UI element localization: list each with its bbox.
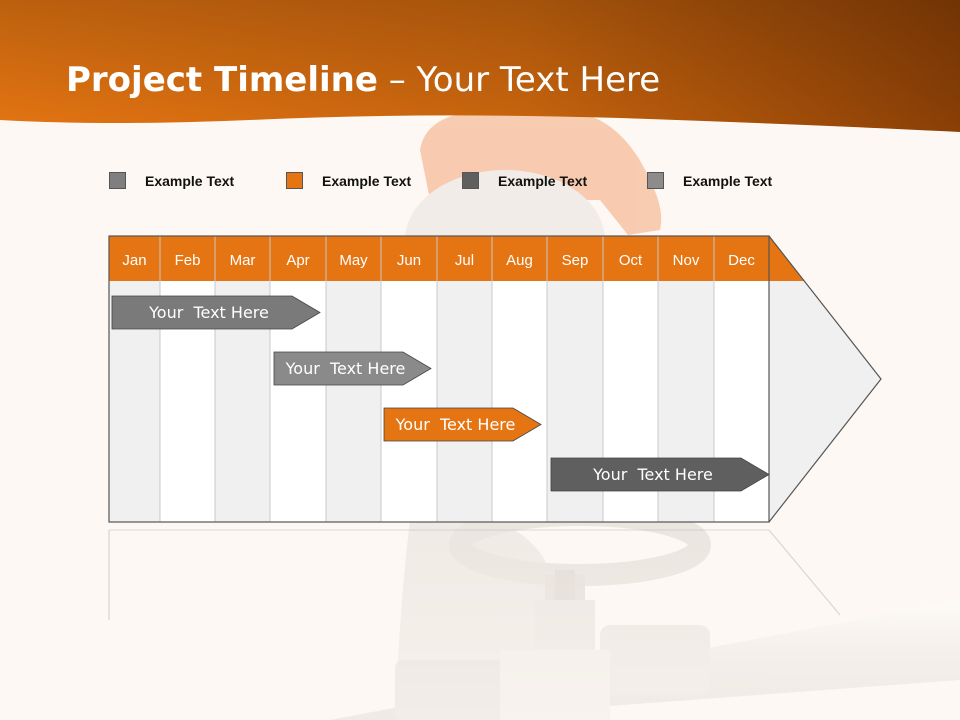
month-column: [326, 281, 381, 522]
month-label: Aug: [506, 252, 533, 269]
month-label: Oct: [619, 252, 643, 269]
page-title: Project Timeline – Your Text Here: [66, 60, 660, 100]
month-label: Jul: [455, 252, 474, 269]
title-bold: Project Timeline: [66, 60, 378, 100]
month-header-band: [109, 236, 769, 281]
month-column: [381, 281, 437, 522]
month-label: Feb: [175, 252, 201, 269]
legend-label: Example Text: [145, 173, 235, 189]
legend-label: Example Text: [322, 173, 412, 189]
task-label: Your Text Here: [592, 465, 713, 484]
legend-swatch: [647, 172, 664, 189]
month-label: Dec: [728, 252, 755, 269]
month-column: [492, 281, 547, 522]
legend-label: Example Text: [683, 173, 773, 189]
legend-swatch: [109, 172, 126, 189]
month-label: Apr: [286, 252, 309, 269]
task-bar: [550, 457, 770, 492]
task-label: Your Text Here: [148, 303, 269, 322]
task-bar: [273, 351, 432, 386]
timeline-outline: [108, 235, 770, 523]
task-label: Your Text Here: [285, 359, 406, 378]
month-label: Jan: [122, 252, 146, 269]
legend-label: Example Text: [498, 173, 588, 189]
title-rest: – Your Text Here: [377, 60, 661, 100]
arrow-body: [769, 281, 881, 522]
month-column: [437, 281, 492, 522]
month-label: Nov: [673, 252, 700, 269]
task-bar: [111, 295, 321, 330]
legend-swatch: [286, 172, 303, 189]
month-label: Sep: [562, 252, 589, 269]
arrow-outline: [768, 235, 882, 523]
task-label: Your Text Here: [395, 415, 516, 434]
task-bar: [383, 407, 542, 442]
month-label: Mar: [230, 252, 256, 269]
legend-swatch: [462, 172, 479, 189]
reflection-line: [768, 529, 841, 616]
month-label: May: [339, 252, 368, 269]
month-label: Jun: [397, 252, 421, 269]
